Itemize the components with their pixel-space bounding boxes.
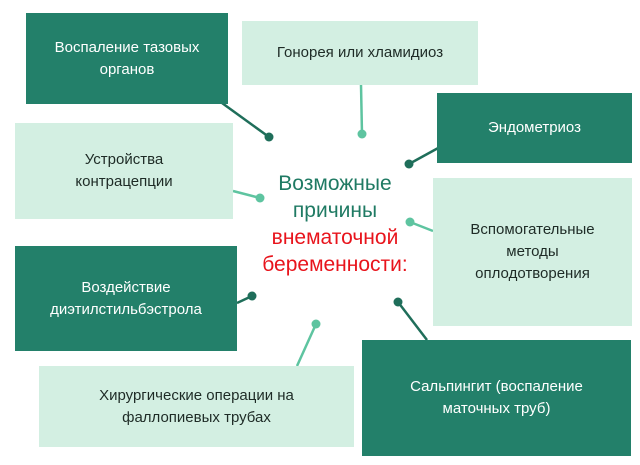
center-title-line: беременности:	[262, 253, 408, 276]
center-title-line: внематочной	[271, 226, 399, 249]
cause-label: Эндометриоз	[488, 119, 581, 136]
cause-box-salpingitis: Сальпингит (воспаление маточных труб)	[362, 340, 631, 456]
cause-label: Устройства контрацепции	[75, 151, 173, 190]
cause-label: Сальпингит (воспаление маточных труб)	[410, 378, 583, 417]
connector-dot-7	[311, 319, 321, 329]
cause-label: Гонорея или хламидиоз	[276, 44, 444, 61]
connector-dot-6	[247, 291, 257, 301]
connector-dot-2	[357, 129, 367, 139]
connector-dot-4	[255, 193, 265, 203]
cause-box-des-exposure: Воздействие диэтилстильбэстрола	[15, 246, 237, 351]
cause-label: Хирургические операции на фаллопиевых тр…	[99, 386, 294, 426]
cause-box-assisted-reproduction: Вспомогательные методы оплодотворения	[433, 178, 632, 326]
connector-8	[397, 301, 428, 341]
cause-label: Воздействие диэтилстильбэстрола	[50, 278, 202, 318]
connector-dot-3	[404, 159, 414, 169]
cause-box-gonorrhea: Гонорея или хламидиоз	[242, 21, 478, 85]
connector-1	[221, 101, 270, 139]
connector-3	[408, 145, 441, 166]
connector-2	[359, 84, 364, 135]
cause-label: Воспаление тазовых органов	[54, 38, 200, 78]
cause-box-contraception: Устройства контрацепции	[15, 123, 233, 219]
cause-label: Вспомогательные методы оплодотворения	[470, 221, 595, 282]
connector-dot-1	[264, 132, 274, 142]
center-title-line: причины	[292, 199, 378, 222]
cause-box-tubal-surgery: Хирургические операции на фаллопиевых тр…	[39, 366, 354, 447]
connector-dot-8	[393, 297, 403, 307]
center-title: Возможные причины внематочной беременнос…	[250, 170, 420, 278]
connector-dot-5	[405, 217, 415, 227]
connector-7	[295, 323, 318, 367]
center-title-line: Возможные	[278, 172, 392, 195]
cause-box-endometriosis: Эндометриоз	[437, 93, 632, 163]
cause-box-pelvic-inflammation: Воспаление тазовых органов	[26, 13, 228, 104]
connector-4	[232, 189, 261, 200]
